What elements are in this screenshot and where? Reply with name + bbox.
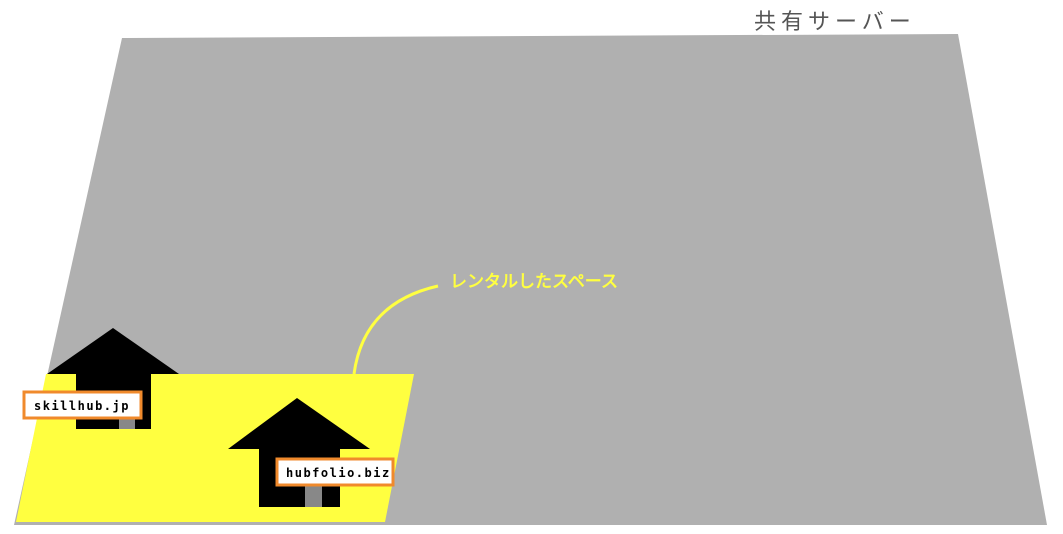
domain-label-text: skillhub.jp bbox=[34, 399, 130, 413]
rented-space-callout-line bbox=[352, 284, 439, 375]
domain-label-box bbox=[275, 457, 395, 487]
house-roof bbox=[47, 328, 179, 374]
domain-label: skillhub.jp bbox=[22, 390, 143, 420]
house-door bbox=[305, 486, 322, 507]
domain-label-box bbox=[22, 390, 143, 420]
house-roof bbox=[228, 398, 370, 449]
domain-label: hubfolio.biz bbox=[275, 457, 395, 487]
server-title: 共有サーバー bbox=[754, 10, 916, 35]
rented-space-label: レンタルしたスペース bbox=[450, 272, 618, 292]
domain-label-text: hubfolio.biz bbox=[286, 466, 391, 480]
